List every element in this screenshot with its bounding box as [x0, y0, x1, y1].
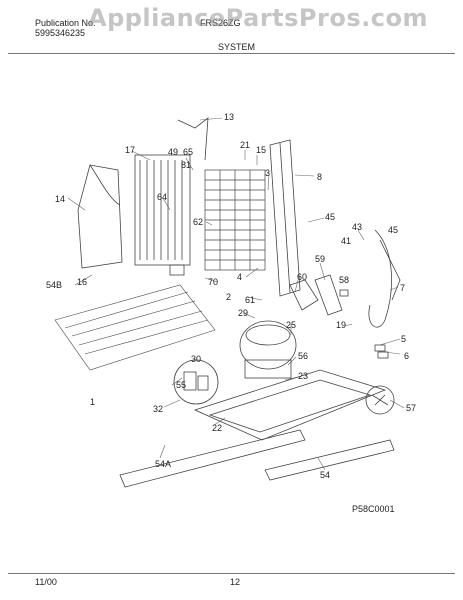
part-54-strip: [264, 439, 395, 481]
part-23-base-tray: [193, 369, 387, 441]
callout-14: 14: [55, 194, 66, 204]
callout-22: 22: [212, 423, 223, 433]
header-rule: [8, 53, 455, 54]
part-13-tube: [177, 117, 209, 161]
diagram-code: P58C0001: [352, 504, 395, 514]
footer-rule: [8, 573, 455, 574]
part-70-bracket: [169, 264, 185, 276]
callout-57: 57: [406, 403, 417, 413]
callout-54: 54: [320, 470, 331, 480]
model-code: FRS26ZG: [200, 18, 241, 28]
watermark: AppliancePartsPros.com: [88, 4, 428, 32]
callout-19: 19: [336, 320, 347, 330]
callout-65: 65: [183, 147, 194, 157]
callout-54A: 54A: [155, 459, 172, 469]
part-62-condenser: [204, 169, 266, 271]
callout-17: 17: [125, 145, 136, 155]
callout-61: 61: [245, 295, 256, 305]
callout-43: 43: [352, 222, 363, 232]
callout-55: 55: [176, 380, 187, 390]
callout-70: 70: [208, 277, 219, 287]
page-number: 12: [230, 577, 241, 587]
callout-49: 49: [168, 147, 179, 157]
part-8-channel: [269, 139, 301, 297]
callout-25: 25: [286, 320, 297, 330]
part-7-tubing: [368, 229, 392, 328]
callout-1: 1: [90, 397, 96, 407]
callout-3: 3: [265, 168, 271, 178]
part-14-evaporator-cover: [77, 164, 123, 269]
callout-54B: 54B: [46, 280, 63, 290]
section-title: SYSTEM: [218, 42, 256, 52]
callout-8: 8: [317, 172, 323, 182]
part-29-compressor: [239, 320, 297, 379]
callout-30: 30: [191, 354, 202, 364]
callout-29: 29: [238, 308, 249, 318]
callout-60: 60: [297, 272, 308, 282]
callout-7: 7: [400, 283, 406, 293]
callout-59: 59: [315, 254, 326, 264]
callout-13: 13: [224, 112, 235, 122]
callout-41: 41: [341, 236, 352, 246]
callout-5: 5: [401, 334, 407, 344]
footer-date: 11/00: [35, 577, 57, 587]
callout-56: 56: [298, 351, 309, 361]
part-58-clip: [339, 289, 349, 297]
callout-81: 81: [181, 160, 192, 170]
part-6-fitting: [377, 351, 389, 359]
callout-32: 32: [153, 404, 164, 414]
part-59-bracket: [314, 274, 343, 316]
part-57-fan: [365, 385, 395, 415]
publication-number: 5995346235: [35, 28, 86, 38]
part-60-bracket: [289, 279, 319, 311]
part-54B-shelf-grid: [54, 284, 216, 371]
callout-58: 58: [339, 275, 350, 285]
part-54A-strip: [119, 429, 306, 488]
callout-45b: 45: [388, 225, 399, 235]
callout-16: 16: [77, 277, 88, 287]
part-30-inset-detail: [173, 359, 219, 405]
part-5-fitting: [374, 344, 386, 352]
callout-64: 64: [157, 192, 168, 202]
callout-15: 15: [256, 145, 267, 155]
callout-23: 23: [298, 371, 309, 381]
publication-label: Publication No.: [35, 18, 96, 28]
callout-62: 62: [193, 217, 204, 227]
callout-6: 6: [404, 351, 410, 361]
part-17-evaporator: [134, 154, 191, 266]
callout-4: 4: [237, 272, 243, 282]
callout-2: 2: [226, 292, 232, 302]
callout-45a: 45: [325, 212, 336, 222]
callout-21: 21: [240, 140, 251, 150]
